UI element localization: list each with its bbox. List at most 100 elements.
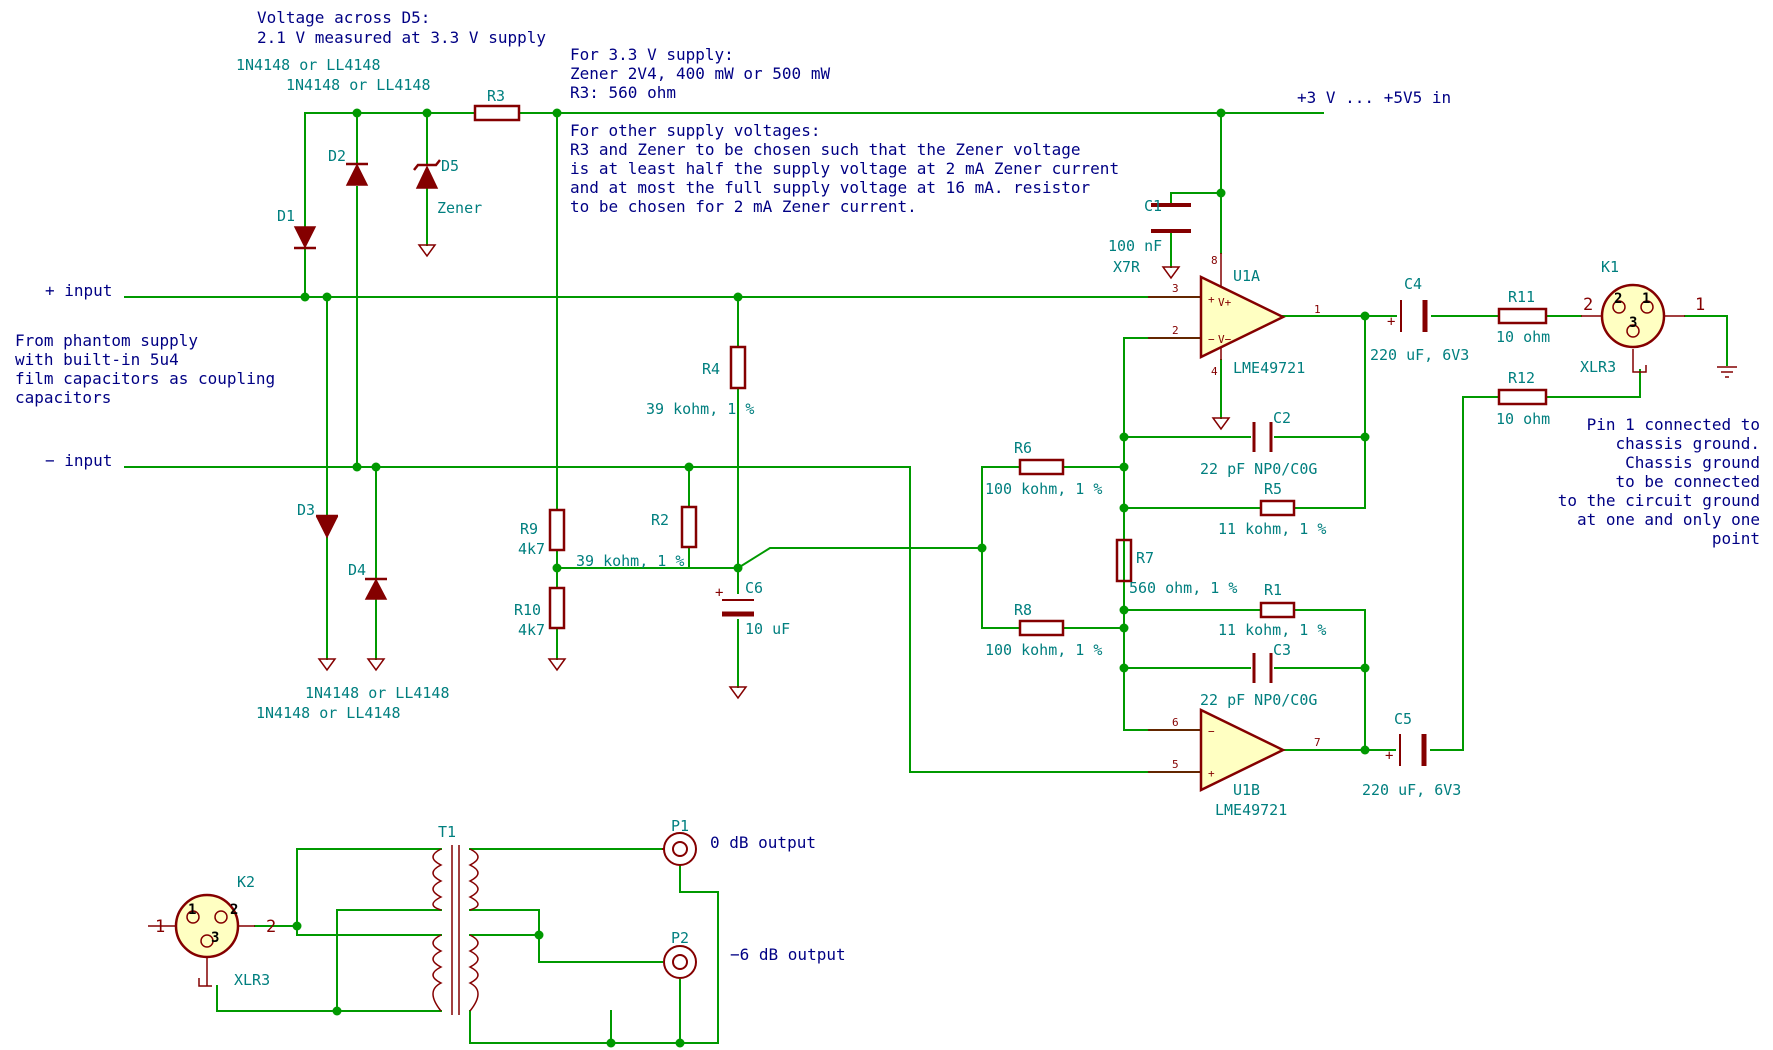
r8-ref: R8 [1014,601,1032,619]
svg-text:6: 6 [1172,716,1179,729]
note-pin1-line5: to the circuit ground [1558,491,1760,510]
u1b-ref: U1B [1233,781,1260,799]
c3-value: 22 pF NP0/C0G [1200,691,1317,709]
note-other-line1: For other supply voltages: [570,121,820,140]
r1-value: 11 kohm, 1 % [1218,621,1326,639]
k1-ref: K1 [1601,258,1619,276]
c1-value: 100 nF [1108,237,1162,255]
resistor-r7 [1115,538,1133,583]
svg-text:3: 3 [1172,282,1179,295]
c2-value: 22 pF NP0/C0G [1200,460,1317,478]
note-pin1-line6: at one and only one [1577,510,1760,529]
p2-value: −6 dB output [730,945,846,964]
svg-text:2: 2 [266,917,276,937]
c4-ref: C4 [1404,275,1422,293]
note-pin1-line3: Chassis ground [1625,453,1760,472]
note-supply-line1: For 3.3 V supply: [570,45,734,64]
d5-value: Zener [437,199,482,217]
note-d5-line2: 2.1 V measured at 3.3 V supply [257,28,546,47]
r6-ref: R6 [1014,439,1032,457]
r11-ref: R11 [1508,288,1535,306]
r5-ref: R5 [1264,480,1282,498]
svg-text:1: 1 [1314,303,1321,316]
note-supply-line2: Zener 2V4, 400 mW or 500 mW [570,64,830,83]
component-labels: 1N4148 or LL4148 1N4148 or LL4148 1N4148… [234,56,1619,989]
r5-value: 11 kohm, 1 % [1218,520,1326,538]
capacitor-c3 [1252,653,1273,683]
r11-value: 10 ohm [1496,328,1550,346]
svg-text:V−: V− [1218,333,1232,346]
r9-value: 4k7 [518,540,545,558]
c2-ref: C2 [1273,409,1291,427]
ground-icon [1161,266,1181,280]
svg-text:V+: V+ [1218,296,1232,309]
ground-icon [366,658,386,672]
svg-text:2: 2 [1172,324,1179,337]
svg-text:8: 8 [1211,254,1218,267]
note-phantom-line3: film capacitors as coupling [15,369,275,388]
svg-text:3: 3 [211,930,219,946]
svg-text:1: 1 [155,917,165,937]
note-pin1-line2: chassis ground. [1616,434,1761,453]
k2-value: XLR3 [234,971,270,989]
svg-text:3: 3 [1629,315,1637,331]
svg-text:1: 1 [1695,295,1705,315]
c1-value2: X7R [1113,258,1141,276]
d4-ref: D4 [348,561,366,579]
svg-text:1: 1 [188,902,196,918]
p2-ref: P2 [671,929,689,947]
svg-text:+: + [715,585,723,601]
transformer-t1 [432,845,479,1015]
resistor-r12 [1497,388,1548,406]
capacitor-c4 [1400,300,1428,332]
svg-text:+: + [1208,293,1215,306]
net-supply-in: +3 V ... +5V5 in [1297,88,1451,107]
r10-ref: R10 [514,601,541,619]
diode-d1 [293,226,317,250]
r7-value: 560 ohm, 1 % [1129,579,1237,597]
resistor-r5 [1259,499,1296,517]
c3-ref: C3 [1273,641,1291,659]
svg-text:+: + [1208,767,1215,780]
svg-text:2: 2 [230,902,238,918]
svg-text:5: 5 [1172,758,1179,771]
note-pin1-line7: point [1712,529,1760,548]
xlr-k2 [148,893,255,987]
pin-labels: 3 2 1 8 4 + − V+ V− 6 5 7 − + 2 1 2 1 3 … [155,254,1705,946]
r2-ref: R2 [651,511,669,529]
capacitor-c1 [1151,203,1191,233]
diode-value-label: 1N4148 or LL4148 [256,704,401,722]
resistor-r3 [473,104,521,122]
r4-value: 39 kohm, 1 % [646,400,754,418]
capacitor-c6 [722,599,754,617]
c6-ref: C6 [745,579,763,597]
note-d5-line1: Voltage across D5: [257,8,430,27]
r2-value: 39 kohm, 1 % [576,552,684,570]
c6-value: 10 uF [745,620,790,638]
ground-icon [317,658,337,672]
opamp-u1a [1148,253,1286,360]
r3-ref: R3 [487,87,505,105]
ground-symbols [317,244,1737,700]
resistor-r8 [1018,619,1065,637]
p1-ref: P1 [671,817,689,835]
k2-ref: K2 [237,873,255,891]
note-other-line3: is at least half the supply voltage at 2… [570,159,1119,178]
c5-ref: C5 [1394,710,1412,728]
diode-value-label: 1N4148 or LL4148 [286,76,431,94]
diode-d2 [345,162,369,186]
svg-text:−: − [1208,333,1215,346]
c1-ref: C1 [1144,197,1162,215]
diode-d4 [364,577,388,600]
note-phantom-line4: capacitors [15,388,111,407]
ground-icon [728,686,748,700]
c4-value: 220 uF, 6V3 [1370,346,1469,364]
capacitor-c5 [1399,734,1427,766]
svg-text:2: 2 [1583,295,1593,315]
svg-text:7: 7 [1314,736,1321,749]
r7-ref: R7 [1136,549,1154,567]
d1-ref: D1 [277,207,295,225]
svg-text:−: − [1208,725,1215,738]
notes: Voltage across D5: 2.1 V measured at 3.3… [15,8,1760,548]
diode-d5 [413,159,441,189]
